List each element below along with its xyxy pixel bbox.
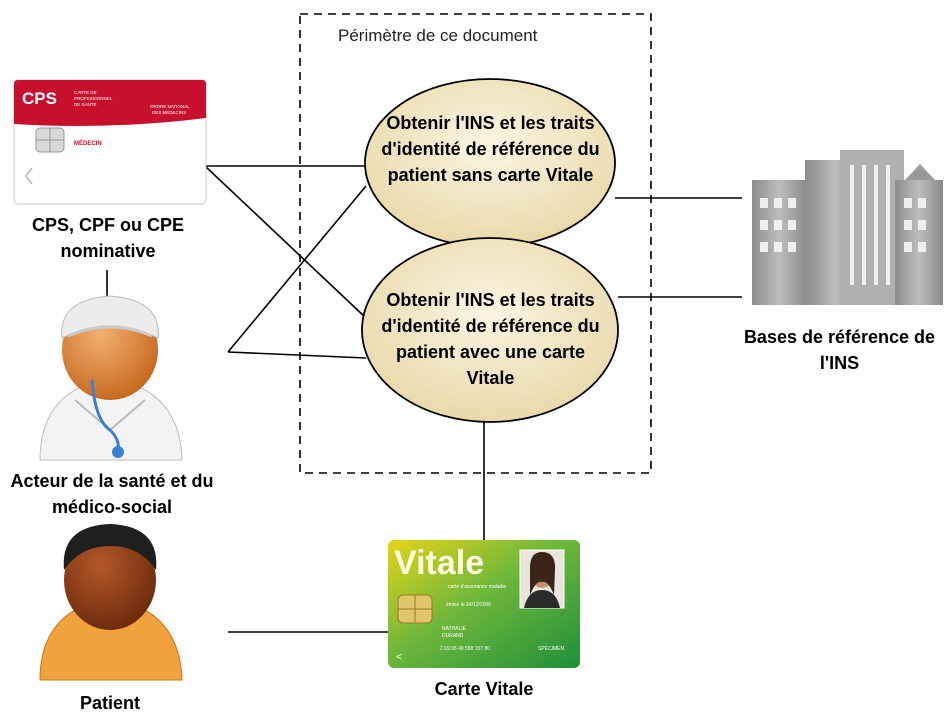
line-actor-to-uc2 xyxy=(227,351,367,359)
svg-text:DES MÉDECINS: DES MÉDECINS xyxy=(152,109,186,115)
patient-label: Patient xyxy=(79,693,140,713)
connection-lines xyxy=(106,165,742,633)
svg-text:2 69 05 49 588 157 80: 2 69 05 49 588 157 80 xyxy=(440,646,490,652)
svg-text:émise le 14/12/2006: émise le 14/12/2006 xyxy=(446,602,491,608)
cps-brand: CPS xyxy=(22,89,57,108)
use-case-2-text: Obtenir l'INS et les traits d'identité d… xyxy=(381,290,600,388)
svg-text:SPÉCIMEN: SPÉCIMEN xyxy=(538,645,565,652)
svg-text:CARTE DE: CARTE DE xyxy=(74,90,97,95)
buildings-icon xyxy=(752,150,943,305)
vitale-card-label: Carte Vitale xyxy=(434,679,534,699)
cps-card-icon: CPS CARTE DE PROFESSIONNEL DE SANTÉ ORDR… xyxy=(13,79,207,205)
svg-text:DE SANTÉ: DE SANTÉ xyxy=(74,101,97,107)
perimeter-box xyxy=(299,13,652,474)
line-actor-to-uc1 xyxy=(227,185,367,353)
health-actor-label: Acteur de la santé et du médico-social xyxy=(10,471,214,517)
svg-text:DURAND: DURAND xyxy=(442,633,464,639)
svg-text:<: < xyxy=(396,652,402,663)
health-actor-figure xyxy=(39,295,183,461)
svg-text:carte d'assurance maladie: carte d'assurance maladie xyxy=(448,584,506,590)
reference-bases-label: Bases de référence de l'INS xyxy=(743,327,936,373)
patient-figure xyxy=(39,524,183,681)
line-cps-to-uc2 xyxy=(204,165,367,319)
vitale-brand: Vitale xyxy=(394,544,484,582)
use-case-1-text: Obtenir l'INS et les traits d'identité d… xyxy=(381,113,600,185)
vitale-card-icon: Vitale carte d'assurance maladie émise l… xyxy=(388,540,580,668)
cps-card-label: CPS, CPF ou CPE nominative xyxy=(31,215,184,261)
perimeter-label: Périmètre de ce document xyxy=(338,26,538,45)
use-case-2-shape xyxy=(361,237,619,423)
svg-text:PROFESSIONNEL: PROFESSIONNEL xyxy=(74,96,113,101)
svg-text:NATHALIE: NATHALIE xyxy=(442,626,467,632)
svg-text:ORDRE NATIONAL: ORDRE NATIONAL xyxy=(150,104,190,109)
svg-text:MÉDECIN: MÉDECIN xyxy=(74,139,102,147)
